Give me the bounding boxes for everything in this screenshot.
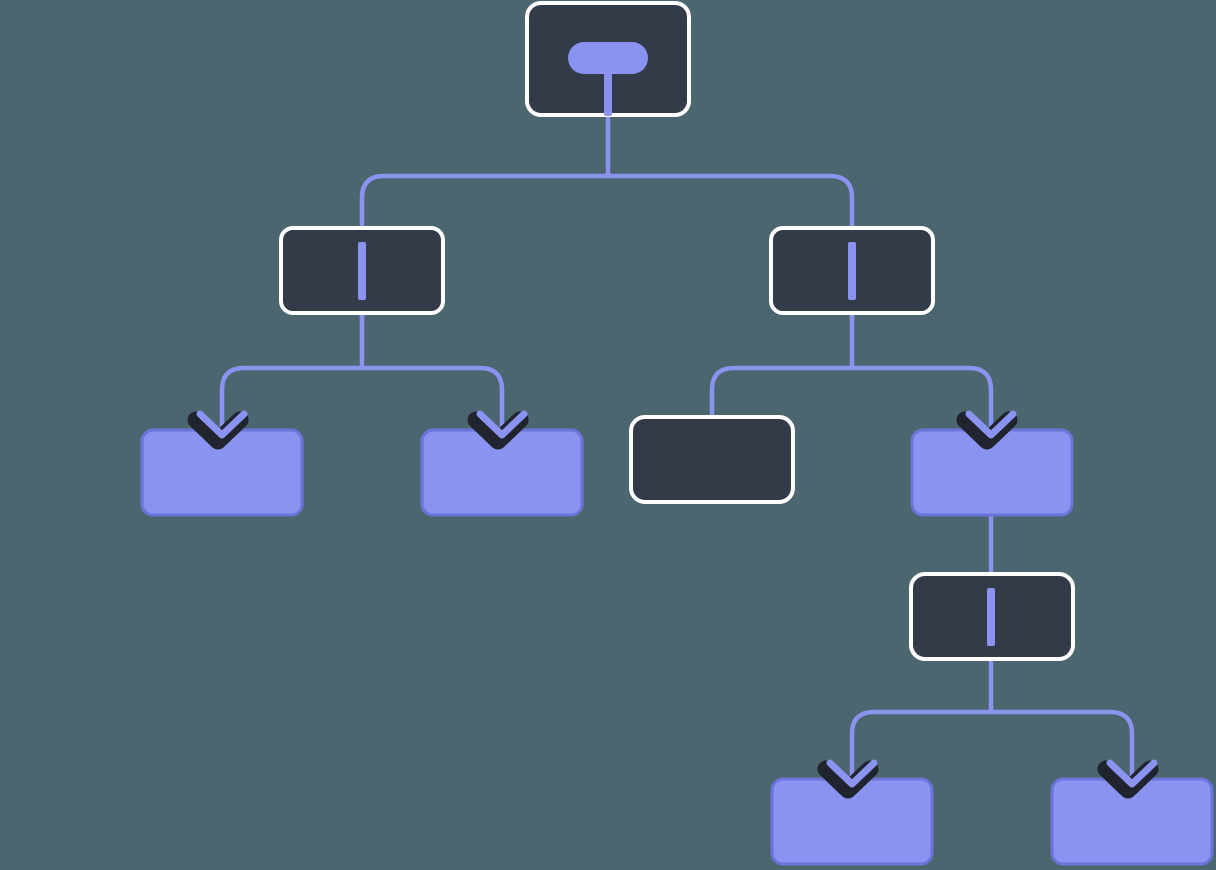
arrow-layer <box>187 410 1159 799</box>
edge-root-split-left <box>359 173 608 318</box>
node-root[interactable] <box>525 1 691 117</box>
node-branch-right[interactable] <box>769 226 935 315</box>
edge-sub-split-b <box>991 709 1135 786</box>
arrow-down-leaf-4 <box>817 759 879 799</box>
edge-right-split-b <box>852 365 994 437</box>
edge-sub-split-a <box>849 709 991 786</box>
arrow-down-leaf-2 <box>467 410 529 450</box>
pill-handle-icon <box>568 42 648 74</box>
edge-left-split-a <box>219 365 362 437</box>
arrow-down-leaf-5 <box>1097 759 1159 799</box>
node-branch-right-throughline <box>848 242 856 300</box>
node-sub-branch[interactable] <box>909 572 1075 661</box>
node-sub-branch-throughline <box>987 588 995 646</box>
arrow-down-leaf-3 <box>956 410 1018 450</box>
edge-layer <box>219 100 1135 786</box>
pill-stem-icon <box>604 66 612 116</box>
node-layer <box>140 1 1214 866</box>
node-dark-leaf-body[interactable] <box>629 415 795 504</box>
arrow-down-leaf-1 <box>187 410 249 450</box>
node-branch-left[interactable] <box>279 226 445 315</box>
edge-right-split-a <box>709 365 852 422</box>
edge-root-split-right <box>608 173 855 318</box>
edge-left-split-b <box>362 365 505 437</box>
node-branch-left-throughline <box>358 242 366 300</box>
node-dark-leaf[interactable] <box>629 415 795 504</box>
